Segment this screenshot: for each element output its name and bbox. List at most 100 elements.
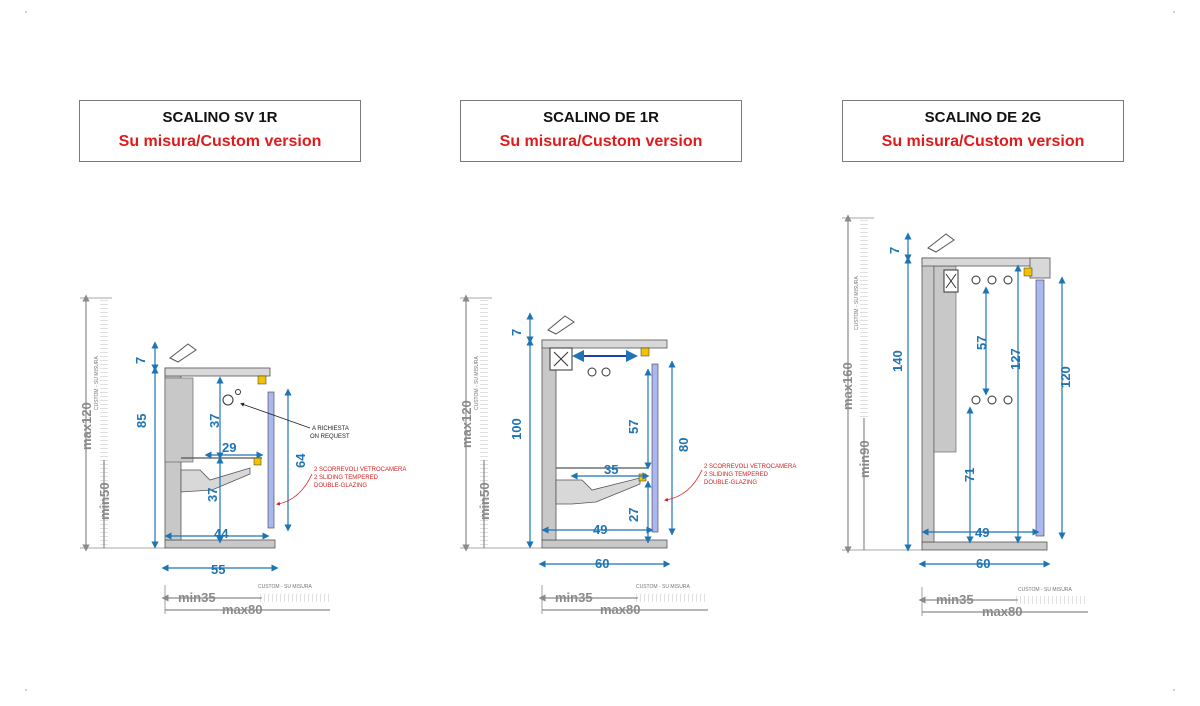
panel-1-cabinet xyxy=(164,343,276,549)
panel-1-min-width-label: min35 xyxy=(178,590,216,605)
panel-1-top xyxy=(164,367,271,377)
panel-1-custom-v-note: CUSTOM - SU MISURA xyxy=(94,356,100,410)
panel-1-base-dim: 44 xyxy=(214,526,229,541)
panel-1-subtitle: Su misura/Custom version xyxy=(118,133,322,150)
panel-1-glazing-note-3: DOUBLE-GLAZING xyxy=(314,483,367,489)
panel-3-title-box: SCALINO DE 2G Su misura/Custom version xyxy=(842,100,1124,162)
panel-3-shelf-box-cross xyxy=(945,273,957,289)
panel-2-cabinet xyxy=(541,315,668,549)
corner-dot xyxy=(1173,689,1175,691)
panel-2-adjust-ruler-h xyxy=(636,594,708,602)
panel-2-glazing-note-2: 2 SLIDING TEMPERED xyxy=(704,472,769,478)
panel-1-lamp xyxy=(257,375,267,385)
panel-3-hook-icon xyxy=(971,395,981,405)
panel-2-height-dim: 100 xyxy=(509,418,524,440)
panel-1-title-box: SCALINO SV 1R Su misura/Custom version xyxy=(79,100,361,162)
panel-1-glass-dim: 64 xyxy=(293,453,308,468)
panel-1-drawing: max120 min50 CUSTOM - SU MISURA min35 ma… xyxy=(79,294,406,617)
panel-3-hook-icon xyxy=(987,395,997,405)
panel-1-glazing-note-2: 2 SLIDING TEMPERED xyxy=(314,475,379,481)
panel-1-min-height-label: min50 xyxy=(97,482,112,520)
panel-2-top-dim: 7 xyxy=(509,329,524,336)
panel-3-back-panel xyxy=(933,265,957,453)
panel-2-upper-dim: 57 xyxy=(626,420,641,434)
panel-1-shelf-dim: 29 xyxy=(222,440,236,455)
panel-3-height-dim: 140 xyxy=(890,350,905,372)
panel-3-cabinet xyxy=(921,233,1051,551)
panel-2-min-width-label: min35 xyxy=(555,590,593,605)
panel-1-max-width-label: max80 xyxy=(222,602,262,617)
panel-2-outer-dims: max120 min50 CUSTOM - SU MISURA min35 ma… xyxy=(459,294,708,617)
panel-1-top-dim: 7 xyxy=(133,357,148,364)
panel-2-glazing-note-3: DOUBLE-GLAZING xyxy=(704,480,757,486)
panel-3-top-cover xyxy=(927,233,955,253)
panel-1-lamp-2 xyxy=(253,457,262,466)
panel-2-max-height-label: max120 xyxy=(459,400,474,448)
panel-3-top xyxy=(921,257,1048,267)
panel-3-adjust-ruler-v xyxy=(860,218,868,418)
panel-2-sliding-glass xyxy=(651,363,659,533)
panel-3-outer-dims: max160 min90 CUSTOM - SU MISURA min35 ma… xyxy=(840,214,1088,619)
panel-3-hook-icon xyxy=(1003,275,1013,285)
panel-2-glazing-note-1: 2 SCORREVOLI VETROCAMERA xyxy=(704,464,796,470)
panel-3-adjust-ruler-h xyxy=(1016,596,1088,604)
panel-3-sliding-glass xyxy=(1035,279,1045,537)
panel-2-min-height-label: min50 xyxy=(477,482,492,520)
panel-3-glass-dim: 120 xyxy=(1058,366,1073,388)
panel-1-upper-dim: 37 xyxy=(207,414,222,428)
panel-3-hook-icon xyxy=(1003,395,1013,405)
panel-2-max-width-label: max80 xyxy=(600,602,640,617)
panel-1-request-leader xyxy=(240,402,311,429)
panel-3-blue-dims: 7 140 57 127 71 120 49 60 xyxy=(887,232,1073,571)
panel-3-title: SCALINO DE 2G xyxy=(924,109,1042,126)
panel-2-lamp xyxy=(640,347,650,357)
panel-2-adjust-ruler-v xyxy=(480,298,488,548)
panel-1-height-dim: 85 xyxy=(134,414,149,428)
panel-3-hook-icon xyxy=(971,275,981,285)
panel-1-glazing-note-1: 2 SCORREVOLI VETROCAMERA xyxy=(314,467,406,473)
panel-1-adjust-ruler-v xyxy=(100,298,108,548)
panel-3-max-height-label: max160 xyxy=(840,362,855,410)
panel-3-custom-v-note: CUSTOM - SU MISURA xyxy=(854,276,860,330)
corner-dot xyxy=(25,11,27,13)
panel-1-custom-h-note: CUSTOM - SU MISURA xyxy=(258,584,312,590)
panel-2-base xyxy=(541,539,668,549)
panel-2-lower-tray xyxy=(555,477,641,505)
corner-dot xyxy=(25,689,27,691)
panel-1-hook-icon xyxy=(235,389,241,395)
panel-1-lower-tray xyxy=(180,467,251,493)
panel-2-base-dim: 49 xyxy=(593,522,607,537)
panel-3-top-dim: 7 xyxy=(887,247,902,254)
panel-3-upper-dim: 57 xyxy=(974,336,989,350)
panel-1-outer-dims: max120 min50 CUSTOM - SU MISURA min35 ma… xyxy=(79,294,330,617)
panel-2-shelf-dim: 35 xyxy=(604,462,618,477)
panel-2-glass-dim: 80 xyxy=(676,438,691,452)
corner-dot xyxy=(1173,11,1175,13)
panel-2-width-dim: 60 xyxy=(595,556,609,571)
panel-2-drawing: max120 min50 CUSTOM - SU MISURA min35 ma… xyxy=(459,294,796,617)
panel-1-blue-dims: 7 85 37 37 29 64 44 55 xyxy=(133,341,308,577)
panel-2-blue-dims: 7 100 57 27 35 80 49 60 xyxy=(509,312,691,571)
panel-2-subtitle: Su misura/Custom version xyxy=(499,133,703,150)
panel-1-glazing-leader xyxy=(276,473,313,506)
panel-1-title: SCALINO SV 1R xyxy=(162,109,278,126)
panel-1-lower-dim: 37 xyxy=(205,488,220,502)
panel-3-hook-icon xyxy=(987,275,997,285)
panel-3-custom-h-note: CUSTOM - SU MISURA xyxy=(1018,587,1072,593)
panel-2-shelf-box-cross xyxy=(553,351,569,367)
panel-1-request-note-2: ON REQUEST xyxy=(310,434,350,440)
panel-3-back-wall xyxy=(921,257,935,543)
panel-2-lamp-2 xyxy=(638,473,647,482)
panel-2-custom-v-note: CUSTOM - SU MISURA xyxy=(474,356,480,410)
panel-1-hook-icon xyxy=(222,394,234,406)
panel-2-top-cover xyxy=(547,315,575,335)
panel-3-lamp xyxy=(1023,267,1033,277)
panel-3-drawing: max160 min90 CUSTOM - SU MISURA min35 ma… xyxy=(840,214,1088,619)
panel-1-sliding-glass xyxy=(267,391,275,529)
panel-2-top xyxy=(541,339,668,349)
panel-2-title-box: SCALINO DE 1R Su misura/Custom version xyxy=(460,100,742,162)
panel-3-base xyxy=(921,541,1048,551)
panel-1-top-cover xyxy=(169,343,197,363)
panel-2-title: SCALINO DE 1R xyxy=(543,109,659,126)
panel-2-lower-dim: 27 xyxy=(626,508,641,522)
